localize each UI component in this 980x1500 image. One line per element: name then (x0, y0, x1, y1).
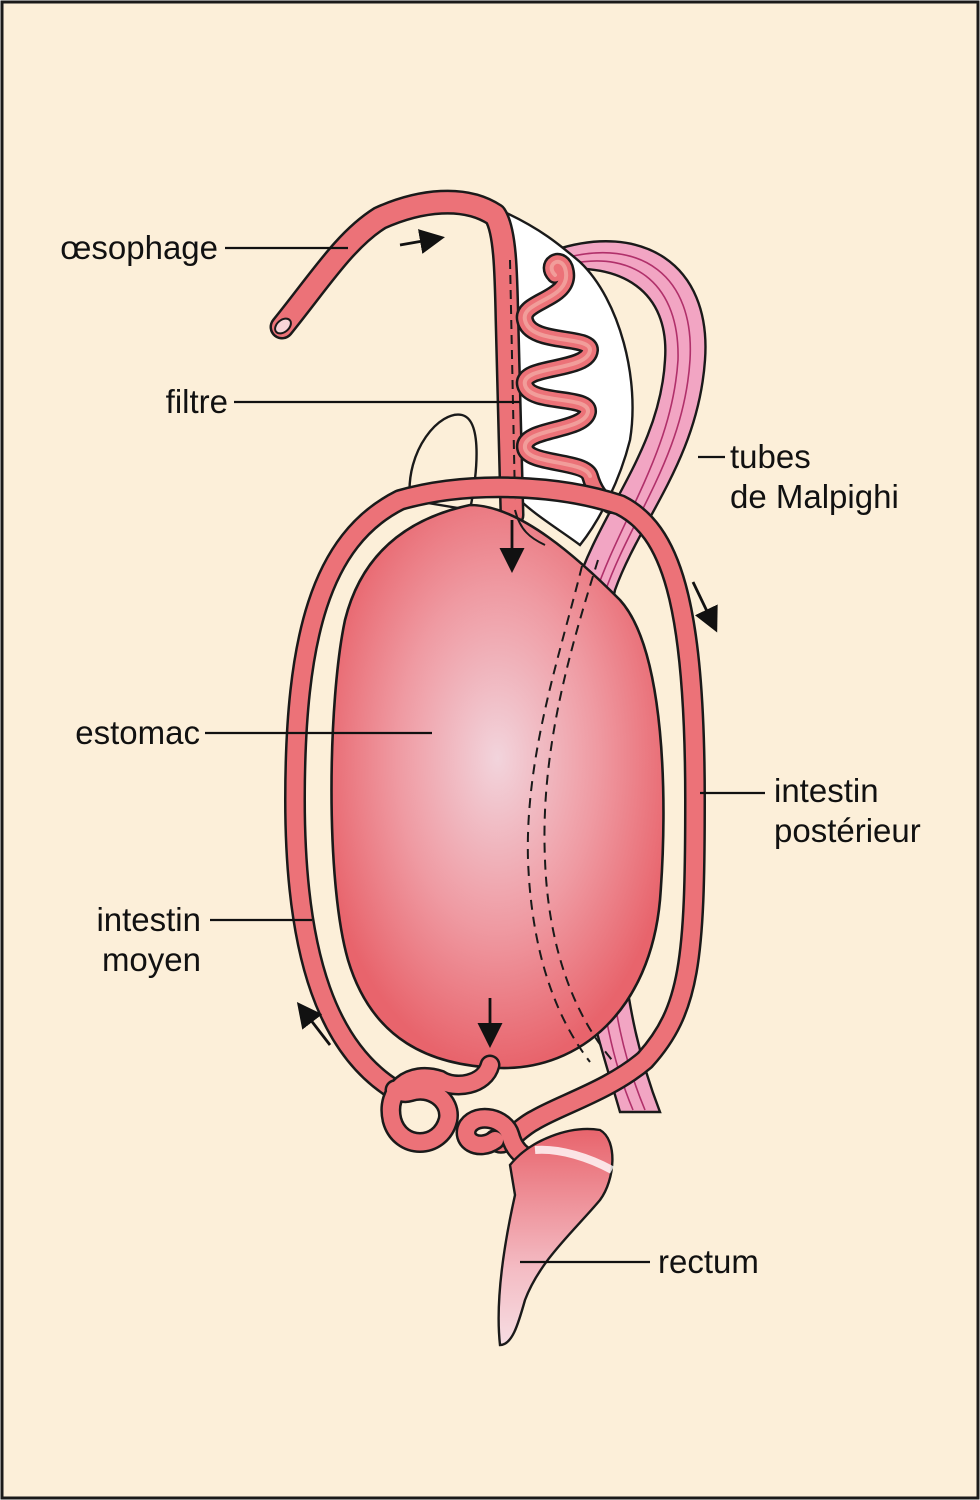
flow-arrow-icon (691, 581, 718, 633)
flow-arrow-icon (296, 1002, 332, 1046)
label-oesophage: œsophage (60, 229, 218, 266)
rectum (497, 1127, 614, 1347)
oesophagus (269, 189, 525, 528)
label-tubes-line2: de Malpighi (730, 478, 899, 515)
label-rectum: rectum (658, 1243, 759, 1280)
flow-arrow-icon (399, 229, 445, 254)
label-intestin-moyen-line1: intestin (96, 901, 201, 938)
intestine-loop (284, 476, 706, 1154)
hidden-hindgut (543, 559, 613, 1061)
leader-lines (205, 246, 765, 1264)
flow-arrows (296, 229, 718, 1049)
label-intestin-posterieur-line2: postérieur (774, 812, 921, 849)
filter-coil (515, 252, 619, 514)
lower-coils (380, 1054, 551, 1170)
stomach (330, 503, 665, 1070)
label-filtre: filtre (166, 383, 228, 420)
label-tubes-line1: tubes (730, 438, 811, 475)
label-estomac: estomac (75, 714, 200, 751)
label-intestin-moyen-line2: moyen (102, 941, 201, 978)
label-intestin-posterieur-line1: intestin (774, 772, 879, 809)
